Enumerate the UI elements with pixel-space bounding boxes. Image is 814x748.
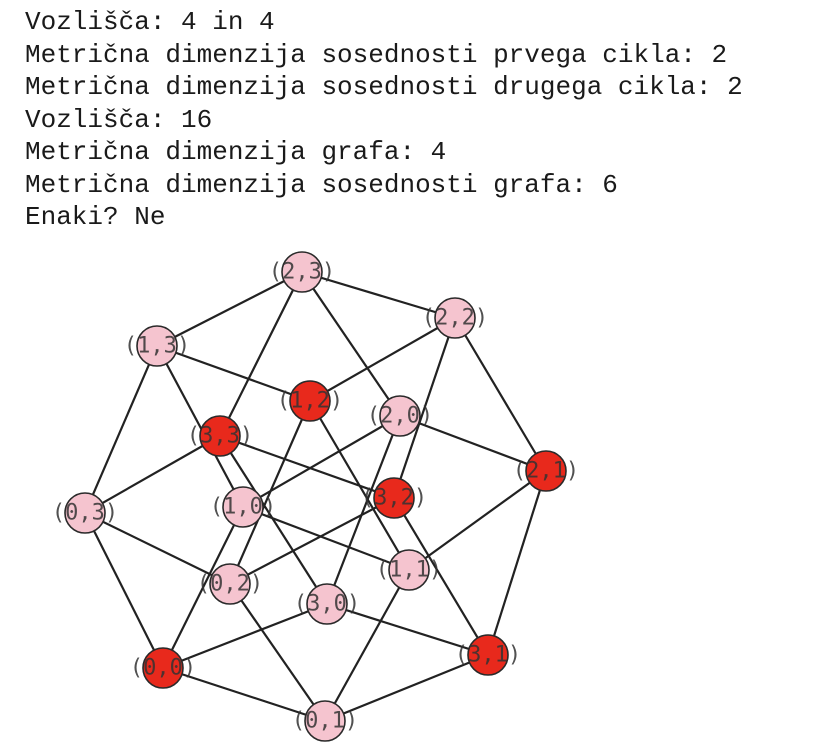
graph-edge	[301, 271, 401, 417]
graph-edge	[454, 317, 547, 472]
graph-edge	[393, 497, 489, 656]
graph-node-label: (1,0)	[210, 495, 276, 520]
output-line-second-cycle-dimension: Metrična dimenzija sosednosti drugega ci…	[25, 72, 743, 102]
graph-node-circle	[64, 492, 106, 534]
graph-node-circle-selected	[525, 450, 567, 492]
graph-node: (1,2)	[277, 380, 343, 422]
graph-node-label: (0,0)	[130, 656, 196, 681]
graph-node-label: (3,0)	[294, 592, 360, 617]
graph-edge	[84, 512, 164, 669]
graph-node-label: (1,3)	[124, 334, 190, 359]
graph-node-label: (2,0)	[367, 404, 433, 429]
graph-edge	[324, 569, 410, 722]
graph-node-label: (0,3)	[52, 501, 118, 526]
graph-edge	[156, 345, 244, 508]
graph-edge	[84, 435, 221, 514]
graph-node: (3,2)	[361, 477, 427, 519]
graph-node-label: (2,3)	[269, 260, 335, 285]
graph-nodes: (2,3) (2,2) (1,3) (1,2) (2,0) (3,3) (2,1) (0,3)…	[52, 251, 579, 742]
graph-node-circle-selected	[289, 380, 331, 422]
graph-edge	[309, 317, 456, 402]
graph-edge	[229, 497, 395, 585]
graph-node: (3,1)	[455, 634, 521, 676]
graph-node: (0,3)	[52, 492, 118, 534]
graph-node: (0,1)	[292, 700, 358, 742]
graph-node-label: (3,1)	[455, 643, 521, 668]
graph-node-circle	[136, 325, 178, 367]
graph-node-circle	[304, 700, 346, 742]
graph-node: (3,3)	[187, 415, 253, 457]
graph-node-label: (2,1)	[513, 459, 579, 484]
graph-node-circle	[379, 395, 421, 437]
graph-edge	[219, 435, 328, 605]
graph-node: (1,3)	[124, 325, 190, 367]
graph-edge	[324, 653, 489, 723]
graph-node-circle	[306, 583, 348, 625]
graph-node-circle-selected	[199, 415, 241, 457]
graph-edge	[84, 512, 231, 585]
graph-edge	[486, 470, 548, 656]
graph-edges	[83, 270, 548, 723]
graph-node-label: (3,3)	[187, 424, 253, 449]
graph-node-circle	[388, 549, 430, 591]
output-line-graph-adjacency-dimension: Metrična dimenzija sosednosti grafa: 6	[25, 169, 618, 200]
graph-node: (3,0)	[294, 583, 360, 625]
output-line-first-cycle-dimension: Metrična dimenzija sosednosti prvega cik…	[25, 39, 728, 70]
graph-edge	[392, 317, 457, 499]
graph-node: (2,0)	[367, 395, 433, 437]
graph-edge	[162, 666, 326, 723]
graph-node: (0,0)	[130, 647, 196, 689]
graph-edge	[162, 506, 244, 669]
graph-node-circle	[209, 563, 251, 605]
graph-node: (1,0)	[210, 486, 276, 528]
graph-node-label: (1,1)	[376, 558, 442, 583]
graph-node: (2,2)	[422, 297, 488, 339]
graph-node-label: (3,2)	[361, 486, 427, 511]
graph-edge	[242, 505, 410, 572]
graph-edge	[156, 344, 311, 403]
graph-node-circle	[281, 251, 323, 293]
graph-node-label: (2,2)	[422, 306, 488, 331]
graph-edge	[219, 271, 303, 437]
graph-node: (0,2)	[197, 563, 263, 605]
graph-node: (1,1)	[376, 549, 442, 591]
graph-node-label: (0,1)	[292, 709, 358, 734]
graph-node-circle	[434, 297, 476, 339]
graph-node-circle-selected	[373, 477, 415, 519]
graph-edge	[83, 345, 159, 514]
graph-node: (2,3)	[269, 251, 335, 293]
graph-node-label: (0,2)	[197, 572, 263, 597]
output-line-total-vertices: Vozlišča: 16	[25, 104, 213, 135]
output-line-equal-result: Enaki? Ne	[25, 202, 166, 232]
graph-edge	[301, 270, 456, 320]
graph-edge	[162, 602, 328, 670]
graph-edge	[242, 415, 401, 508]
output-line-vertex-counts: Vozlišča: 4 in 4	[25, 7, 275, 37]
graph-edge	[408, 470, 547, 571]
output-line-graph-metric-dimension: Metrična dimenzija grafa: 4	[25, 137, 447, 167]
graph-edge	[156, 271, 303, 347]
graph-edge	[219, 434, 395, 500]
graph-node-circle-selected	[467, 634, 509, 676]
graph-node: (2,1)	[513, 450, 579, 492]
graph-edge	[399, 414, 547, 473]
graph-node-label: (1,2)	[277, 389, 343, 414]
graph-node-circle-selected	[142, 647, 184, 689]
graph-edge	[229, 583, 326, 722]
graph-edge	[325, 415, 402, 605]
graph-edge	[326, 602, 489, 657]
graph-node-circle	[222, 486, 264, 528]
